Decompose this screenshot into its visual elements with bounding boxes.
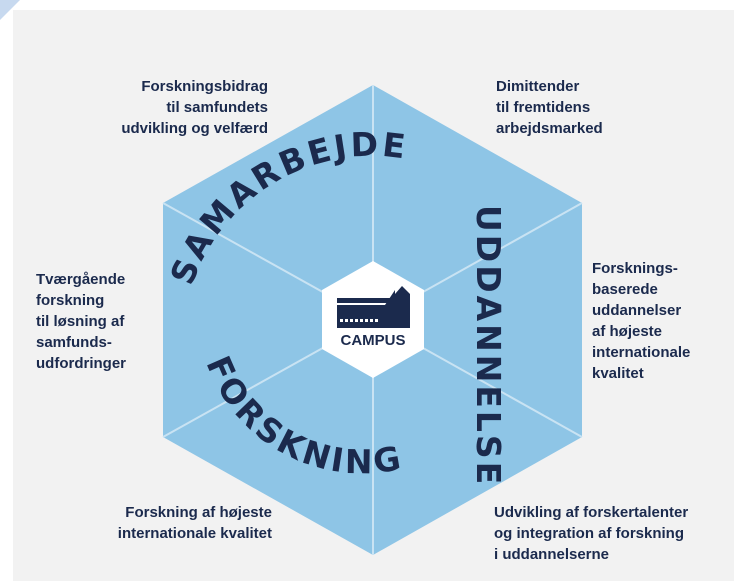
caption-top-right: Dimittender til fremtidens arbejdsmarked — [496, 78, 603, 137]
caption-middle-right: Forsknings- baserede uddannelser af høje… — [592, 260, 691, 382]
campus-label: CAMPUS — [340, 332, 405, 349]
corner-fold-mark — [0, 0, 20, 20]
caption-middle-left: Tværgående forskning til løsning af samf… — [36, 271, 126, 372]
caption-top-left: Forskningsbidrag til samfundets udviklin… — [121, 78, 268, 137]
caption-bottom-left: Forskning af højeste internationale kval… — [117, 504, 272, 542]
caption-bottom-right: Udvikling af forskertalenter og integrat… — [494, 504, 689, 563]
campus-building-icon — [337, 286, 410, 328]
section-label-uddannelse: UDDANNELSE — [469, 205, 508, 487]
